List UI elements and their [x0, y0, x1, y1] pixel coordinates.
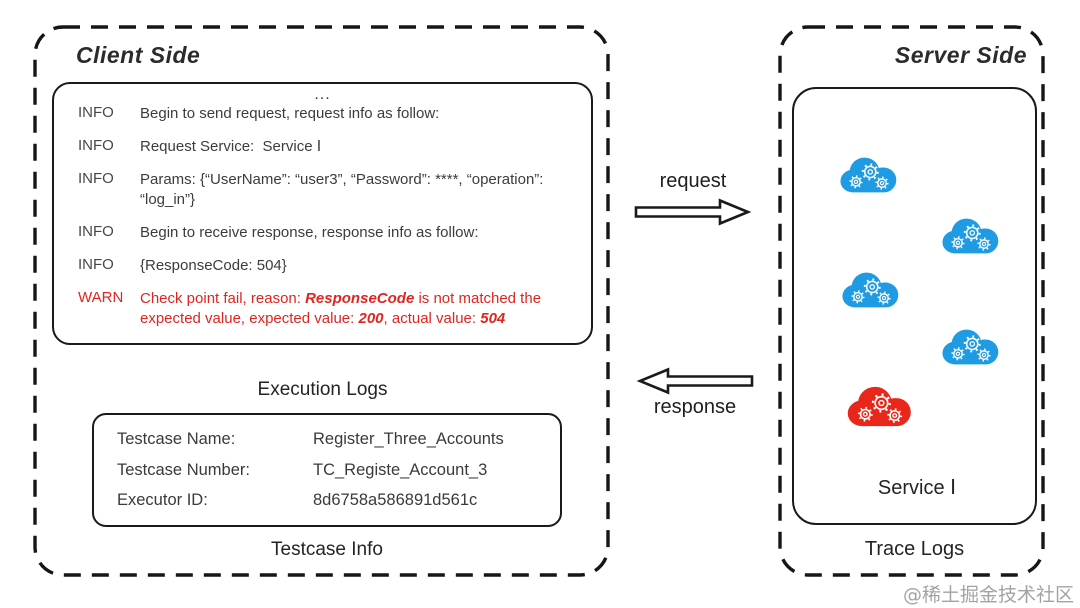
service-cloud-icon-healthy-3	[841, 271, 900, 309]
testcase-value: Register_Three_Accounts	[313, 430, 504, 449]
server-side-title: Server Side	[894, 42, 1027, 68]
execution-logs-box: ... INFO Begin to send request, request …	[52, 82, 593, 345]
log-text: Params: {“UserName”: “user3”, “Password”…	[140, 171, 548, 208]
log-row: INFO Request Service: Service Ⅰ	[66, 137, 579, 157]
log-level: INFO	[78, 223, 114, 240]
service-label: Service Ⅰ	[877, 477, 957, 499]
service-cloud-icon-healthy-2	[941, 217, 1000, 255]
log-level: WARN	[78, 289, 124, 306]
service-cloud-icon-healthy-4	[941, 328, 1000, 366]
request-label: request	[659, 170, 727, 192]
response-label: response	[653, 396, 737, 418]
testcase-row: Testcase Name: Register_Three_Accounts	[94, 430, 560, 449]
log-row: INFO {ResponseCode: 504}	[66, 256, 579, 276]
testcase-row: Testcase Number: TC_Registe_Account_3	[94, 461, 560, 480]
log-text: Begin to receive response, response info…	[140, 224, 479, 241]
testcase-label: Testcase Name:	[117, 430, 236, 449]
testcase-value: 8d6758a586891d561c	[313, 490, 478, 509]
testcase-value: TC_Registe_Account_3	[313, 460, 488, 479]
testcase-label: Testcase Number:	[117, 460, 250, 479]
log-text: Request Service: Service Ⅰ	[140, 138, 322, 155]
log-rows: INFO Begin to send request, request info…	[54, 100, 591, 329]
log-row: INFO Begin to receive response, response…	[66, 223, 579, 243]
log-level: INFO	[78, 137, 114, 154]
execution-logs-caption: Execution Logs	[257, 379, 388, 400]
service-cloud-icon-healthy-1	[839, 156, 898, 194]
client-side-dashed-frame	[33, 25, 610, 577]
testcase-row: Executor ID: 8d6758a586891d561c	[94, 491, 560, 510]
trace-logs-caption: Trace Logs	[864, 538, 965, 560]
log-level: INFO	[78, 170, 114, 187]
service-cloud-icon-failed	[846, 385, 913, 428]
trace-logs-box	[792, 87, 1037, 525]
log-text: Check point fail, reason: ResponseCode i…	[140, 290, 546, 327]
log-text: {ResponseCode: 504}	[140, 257, 287, 274]
response-arrow-icon	[636, 367, 754, 395]
request-arrow-icon	[634, 198, 752, 226]
testcase-info-caption: Testcase Info	[271, 539, 383, 560]
log-row-warning: WARN Check point fail, reason: ResponseC…	[66, 289, 579, 329]
client-side-title: Client Side	[76, 42, 201, 68]
testcase-label: Executor ID:	[117, 490, 208, 509]
log-text: Begin to send request, request info as f…	[140, 105, 440, 122]
log-row: INFO Params: {“UserName”: “user3”, “Pass…	[66, 170, 579, 210]
testcase-info-box: Testcase Name: Register_Three_Accounts T…	[92, 413, 562, 527]
log-row: INFO Begin to send request, request info…	[66, 104, 579, 124]
log-level: INFO	[78, 256, 114, 273]
log-level: INFO	[78, 104, 114, 121]
log-ellipsis: ...	[314, 86, 331, 103]
watermark: @稀土掘金技术社区	[902, 584, 1074, 606]
